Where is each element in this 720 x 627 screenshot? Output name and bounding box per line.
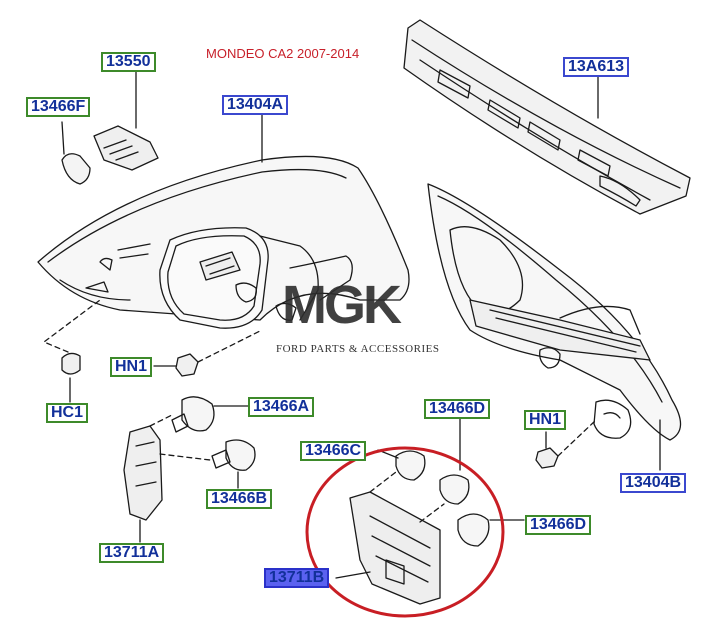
callout-13711A: 13711A	[99, 543, 165, 563]
bulb-13466A	[171, 396, 249, 433]
callout-13404B: 13404B	[620, 473, 687, 493]
nut-hn1-left	[153, 329, 263, 377]
bulb-13466D-lower	[457, 513, 525, 547]
callout-13550: 13550	[101, 52, 156, 72]
clip-hc1	[43, 299, 101, 403]
bulb-holder-13711A	[123, 413, 211, 543]
callout-13466B: 13466B	[206, 489, 273, 509]
bulb-13466C	[377, 449, 426, 481]
left-tail-lamp	[37, 155, 410, 329]
callout-13711B: 13711B	[264, 568, 330, 588]
bulb-holder-13711B	[335, 471, 445, 605]
right-tail-lamp	[427, 183, 682, 441]
leader-lines	[261, 75, 661, 471]
callout-13466D-right: 13466D	[525, 515, 592, 535]
highlight-circle	[305, 446, 505, 618]
callout-13466D-top: 13466D	[424, 399, 491, 419]
callout-13466F: 13466F	[26, 97, 91, 117]
callout-13466C: 13466C	[300, 441, 367, 461]
nut-hn1-right	[535, 419, 597, 469]
watermark-logo: MGK	[282, 275, 402, 335]
callout-hn1-left: HN1	[110, 357, 153, 377]
callout-hc1: HC1	[46, 403, 89, 423]
high-mount-stop-lamp	[403, 19, 691, 215]
bulb-13466F	[61, 121, 91, 185]
callout-hn1-right: HN1	[524, 410, 567, 430]
model-caption: MONDEO CA2 2007-2014	[206, 46, 360, 61]
watermark-subtitle: FORD PARTS & ACCESSORIES	[276, 343, 440, 355]
callout-13466A: 13466A	[248, 397, 315, 417]
callout-13A613: 13A613	[563, 57, 630, 77]
socket-13550	[93, 71, 159, 171]
bulb-13466B	[211, 439, 256, 489]
callout-13404A: 13404A	[222, 95, 289, 115]
